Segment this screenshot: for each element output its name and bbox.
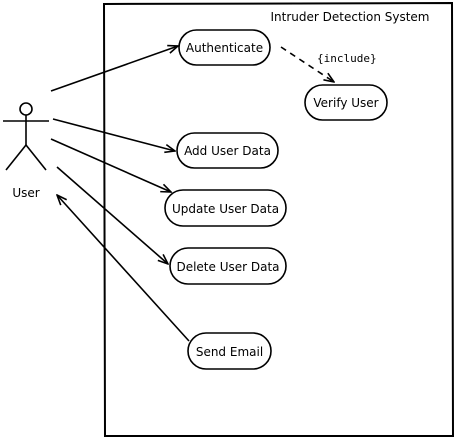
actor-user: User xyxy=(3,102,49,200)
use-case-update-user-data: Update User Data xyxy=(164,189,287,227)
include-label: {include} xyxy=(317,52,377,65)
use-case-label: Delete User Data xyxy=(176,260,279,274)
use-case-label: Verify User xyxy=(313,96,378,110)
use-case-send-email: Send Email xyxy=(187,332,272,370)
use-case-delete-user-data: Delete User Data xyxy=(169,247,287,285)
include-relationship: {include} xyxy=(280,46,377,82)
system-title: Intruder Detection System xyxy=(271,10,430,24)
actor-label: User xyxy=(12,186,39,200)
association-authenticate xyxy=(50,46,178,92)
use-case-label: Update User Data xyxy=(172,202,279,216)
use-case-label: Send Email xyxy=(196,345,263,359)
use-case-add-user-data: Add User Data xyxy=(176,132,279,169)
association-delete-user-data xyxy=(56,166,168,264)
stick-figure-icon xyxy=(3,102,49,171)
associations xyxy=(50,46,190,342)
system-boundary: Intruder Detection System xyxy=(102,1,455,437)
use-case-label: Add User Data xyxy=(184,144,271,158)
use-case-verify-user: Verify User xyxy=(304,84,388,121)
use-case-authenticate: Authenticate xyxy=(178,29,271,66)
use-case-label: Authenticate xyxy=(186,41,263,55)
association-add-user-data xyxy=(52,118,175,151)
association-send-email xyxy=(57,195,190,342)
association-update-user-data xyxy=(50,138,171,192)
